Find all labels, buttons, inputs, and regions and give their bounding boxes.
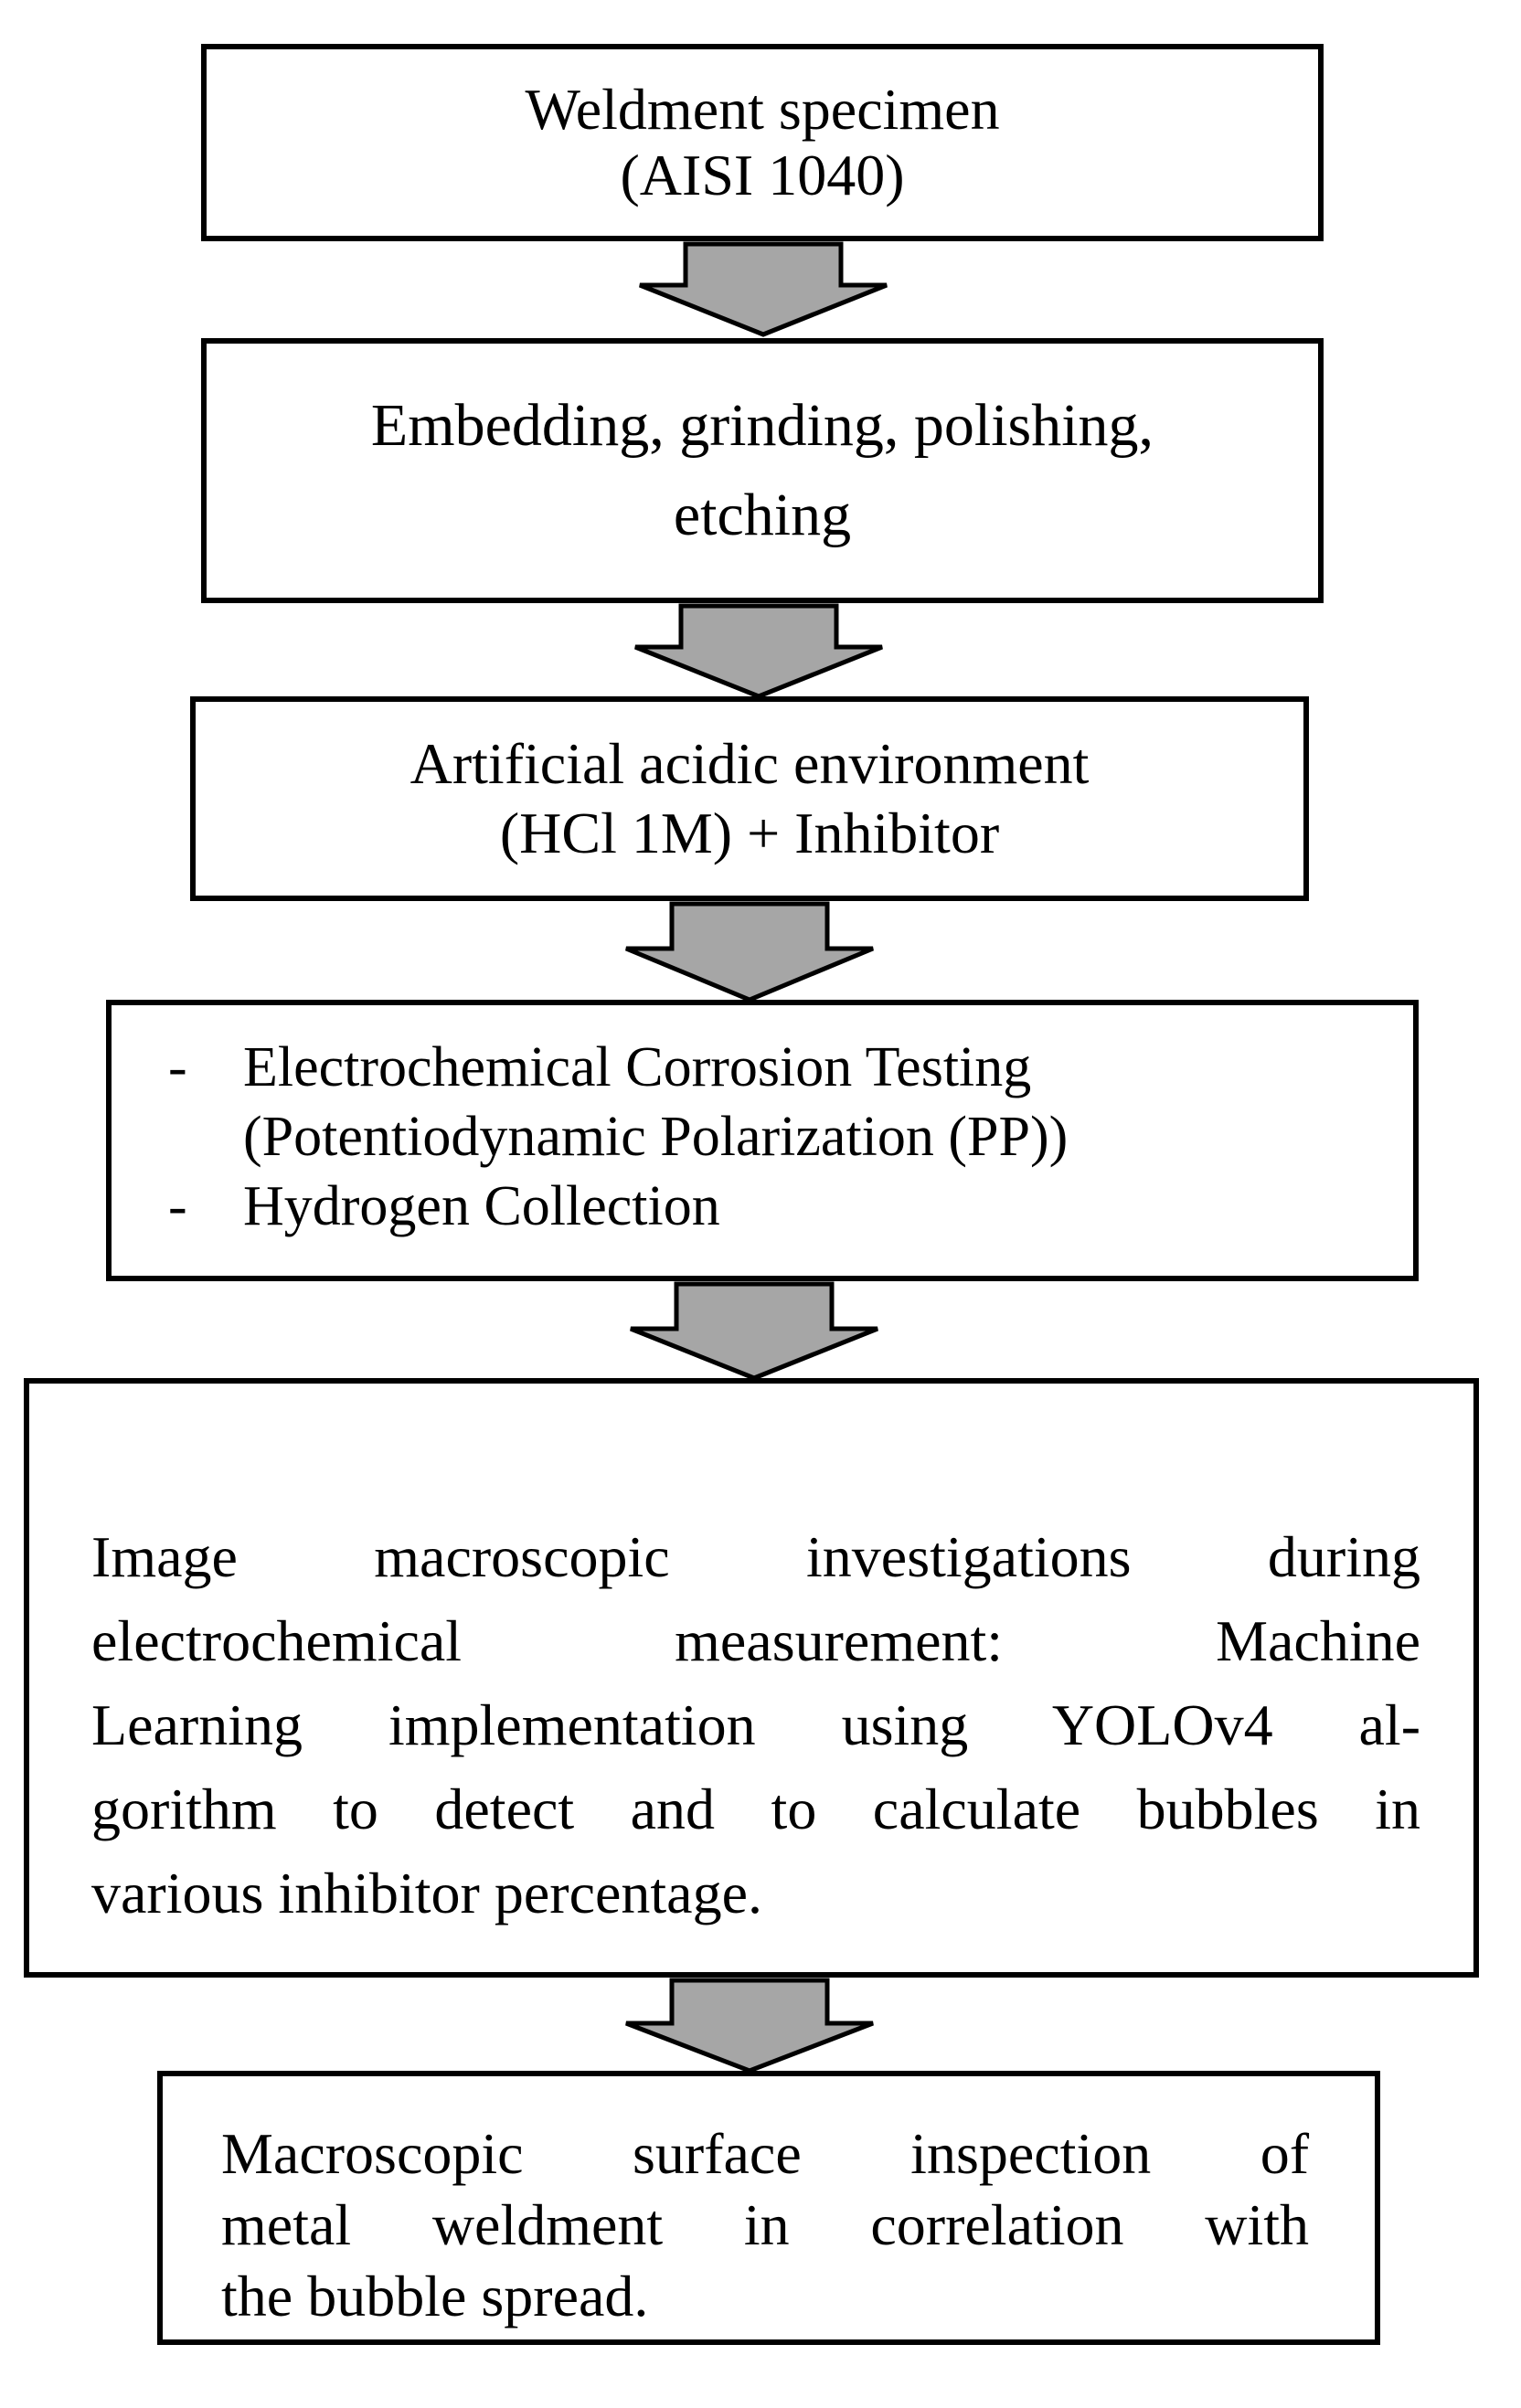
bullet-dash: - <box>168 1175 187 1237</box>
step-5-line-3: Learning implementation using YOLOv4 al- <box>91 1692 1420 1757</box>
step-3-line-2: (HCl 1M) + Inhibitor <box>499 801 1000 865</box>
step-3-box: Artificial acidic environment (HCl 1M) +… <box>190 696 1309 901</box>
step-2-box: Embedding, grinding, polishing, etching <box>201 338 1324 603</box>
arrow-1-icon <box>639 241 888 337</box>
step-5-line-5: various inhibitor percentage. <box>91 1861 762 1925</box>
arrow-4-icon <box>630 1281 878 1381</box>
arrow-2-icon <box>634 603 883 699</box>
arrow-5-icon <box>625 1978 874 2074</box>
step-5-line-1: Image macroscopic investigations during <box>91 1524 1420 1589</box>
bullet-dash: - <box>168 1036 187 1098</box>
step-5-line-4: gorithm to detect and to calculate bubbl… <box>91 1777 1420 1841</box>
step-1-line-1: Weldment specimen <box>525 77 1000 142</box>
step-6-paragraph: Macroscopic surface inspection of metal … <box>221 2118 1309 2332</box>
step-6-box: Macroscopic surface inspection of metal … <box>157 2071 1380 2345</box>
step-5-paragraph: Image macroscopic investigations during … <box>91 1515 1420 1936</box>
step-5-line-2: electrochemical measurement: Machine <box>91 1608 1420 1673</box>
step-4-bullet-2: - Hydrogen Collection <box>168 1172 1068 1241</box>
arrow-3-icon <box>625 901 874 1002</box>
step-4-bullet-1-line-2: (Potentiodynamic Polarization (PP)) <box>243 1106 1069 1168</box>
step-4-box: - Electrochemical Corrosion Testing (Pot… <box>106 1000 1419 1281</box>
step-4-list: - Electrochemical Corrosion Testing (Pot… <box>168 1033 1068 1241</box>
step-6-line-3: the bubble spread. <box>221 2264 649 2328</box>
step-1-box: Weldment specimen (AISI 1040) <box>201 44 1324 241</box>
step-4-bullet-1: - Electrochemical Corrosion Testing (Pot… <box>168 1033 1068 1172</box>
step-4-bullet-2-line-1: Hydrogen Collection <box>243 1175 720 1237</box>
step-2-line-1: Embedding, grinding, polishing, <box>370 392 1154 459</box>
step-5-box: Image macroscopic investigations during … <box>24 1378 1479 1978</box>
step-6-line-1: Macroscopic surface inspection of <box>221 2121 1309 2186</box>
step-4-bullet-1-line-1: Electrochemical Corrosion Testing <box>243 1036 1032 1098</box>
step-3-line-1: Artificial acidic environment <box>410 731 1090 796</box>
step-2-line-2: etching <box>673 482 852 548</box>
step-1-line-2: (AISI 1040) <box>620 143 905 207</box>
step-6-line-2: metal weldment in correlation with <box>221 2192 1309 2257</box>
